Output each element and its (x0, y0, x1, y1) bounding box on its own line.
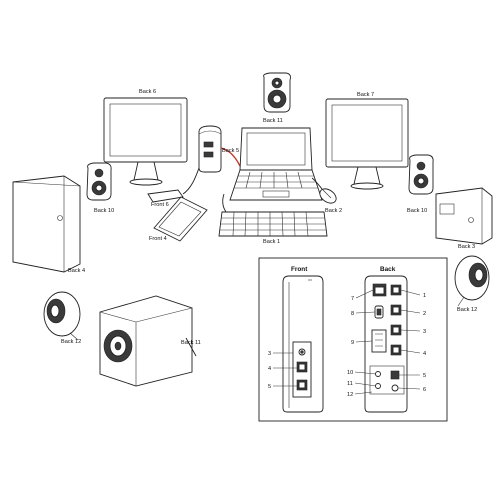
back-port-2: 2 (423, 311, 426, 317)
ball-speaker-right (454, 255, 490, 307)
panel-title-front: Front (291, 266, 308, 273)
panel-title-back: Back (380, 266, 396, 273)
label-back-11-top: Back 11 (263, 118, 283, 124)
label-back-6: Back 6 (139, 89, 156, 95)
left-monitor (103, 97, 188, 186)
subwoofer (99, 295, 197, 387)
front-port-4: 4 (268, 366, 271, 372)
back-port-3: 3 (423, 329, 426, 335)
ball-speaker-left (43, 291, 81, 341)
label-back-2: Back 2 (325, 208, 342, 214)
phone (147, 167, 200, 203)
back-port-4: 4 (423, 351, 426, 357)
right-monitor (325, 98, 409, 190)
back-port-10: 10 (347, 370, 353, 376)
left-desk-speaker (86, 162, 112, 201)
front-port-5: 5 (268, 384, 271, 390)
laptop (229, 127, 323, 201)
label-back-1: Back 1 (263, 239, 280, 245)
back-port-5: 5 (423, 373, 426, 379)
label-front-4: Front 4 (149, 236, 167, 242)
label-back-12-left: Back 12 (61, 339, 81, 345)
red-usb-cable (220, 147, 241, 167)
back-port-7: 7 (351, 296, 354, 302)
tablet (153, 196, 208, 242)
label-back-7: Back 7 (357, 92, 374, 98)
pc-right (435, 187, 493, 245)
label-front-6: Front 6 (151, 202, 169, 208)
port-detail-panel: Front Back 3 4 5 (258, 257, 448, 422)
back-port-8: 8 (351, 311, 354, 317)
right-desk-speaker (408, 154, 434, 195)
back-port-9: 9 (351, 340, 354, 346)
label-back-5: Back 5 (222, 148, 239, 154)
label-back-12-right: Back 12 (457, 307, 477, 313)
label-back-10-left: Back 10 (94, 208, 114, 214)
dock-front-view (282, 275, 324, 413)
front-port-3: 3 (268, 351, 271, 357)
label-back-4: Back 4 (68, 268, 85, 274)
docking-station (198, 125, 222, 173)
back-port-12: 12 (347, 392, 353, 398)
back-port-1: 1 (423, 293, 426, 299)
dock-back-view (364, 275, 408, 413)
top-speaker (263, 72, 291, 113)
keyboard (218, 193, 328, 237)
back-port-11: 11 (347, 381, 353, 387)
label-back-10-right: Back 10 (407, 208, 427, 214)
mouse (311, 177, 337, 204)
label-back-11-sub: Back 11 (181, 340, 201, 346)
back-port-6: 6 (423, 387, 426, 393)
label-back-3: Back 3 (458, 244, 475, 250)
pc-tower-left (12, 175, 81, 273)
